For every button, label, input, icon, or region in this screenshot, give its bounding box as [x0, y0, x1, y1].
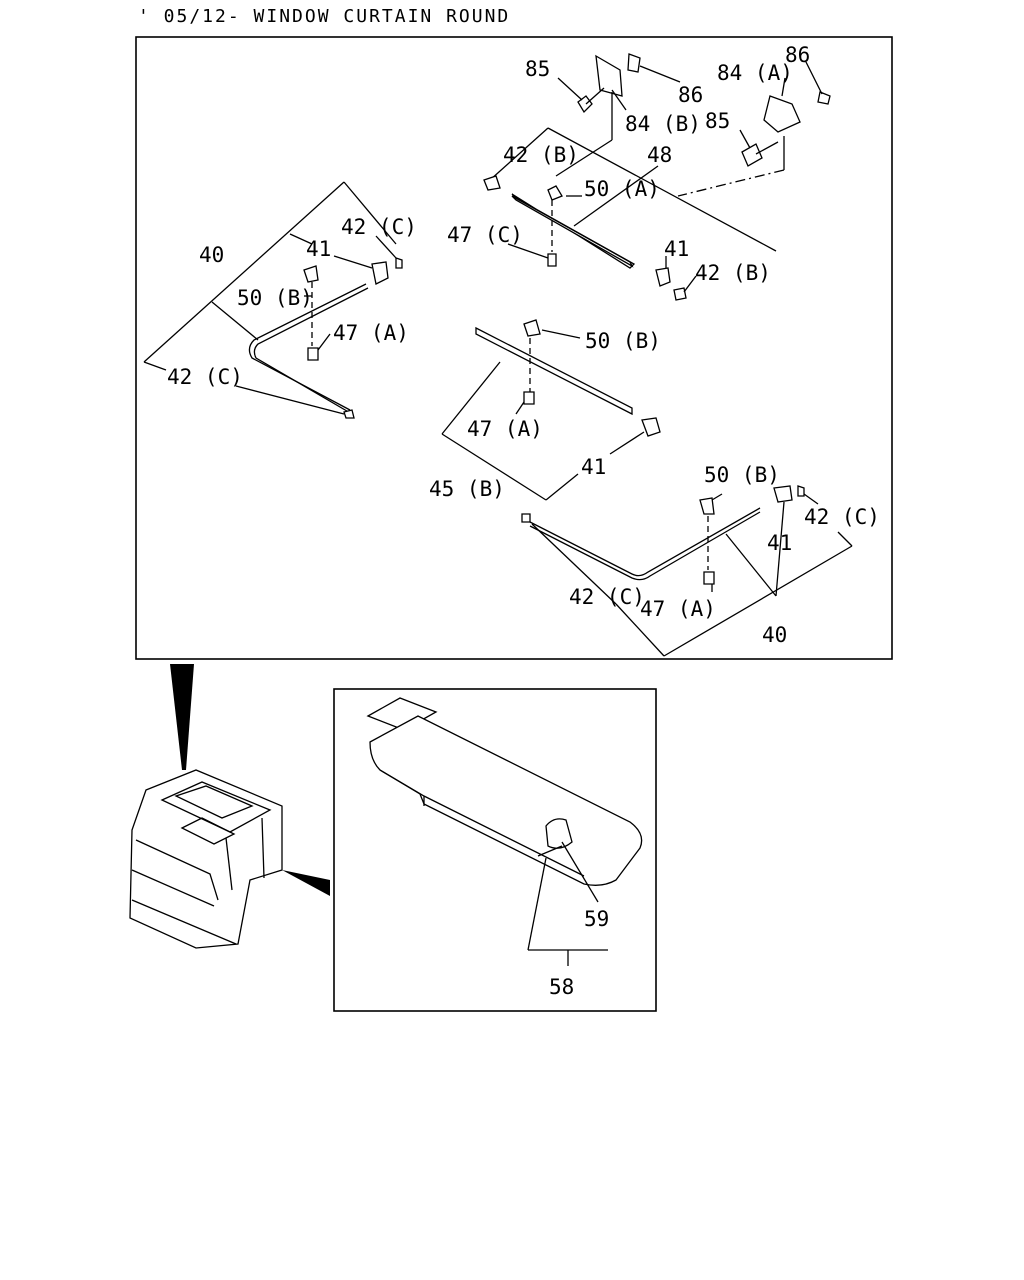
bracket-84a-assembly [741, 91, 831, 170]
sun-visor [366, 697, 643, 966]
bracket-84b-assembly [555, 53, 641, 177]
callout-47a-right: 47 (A) [640, 597, 716, 621]
callout-41-mid: 41 [581, 455, 606, 479]
truck-cab-locator [129, 664, 330, 949]
callout-42c-left-bottom: 42 (C) [167, 365, 243, 389]
callout-42b-top: 42 (B) [503, 143, 579, 167]
callout-47a-left: 47 (A) [333, 321, 409, 345]
callout-58: 58 [549, 975, 574, 999]
callout-41-top: 41 [664, 237, 689, 261]
callout-47c: 47 (C) [447, 223, 523, 247]
callout-47a-mid: 47 (A) [467, 417, 543, 441]
curtain-rail-middle [441, 319, 661, 501]
callout-86b: 86 [785, 43, 810, 67]
callout-50b-left: 50 (B) [237, 286, 313, 310]
callout-41-right: 41 [767, 531, 792, 555]
callout-40-left: 40 [199, 243, 224, 267]
callout-50b-mid: 50 (B) [585, 329, 661, 353]
callout-59: 59 [584, 907, 609, 931]
leader-lines-top [489, 61, 823, 252]
callout-85a: 85 [525, 57, 550, 81]
callout-40-right: 40 [762, 623, 787, 647]
main-diagram-frame [135, 36, 893, 660]
callout-86a: 86 [678, 83, 703, 107]
curtain-rail-right [521, 485, 853, 657]
callout-41-left: 41 [306, 237, 331, 261]
callout-42c-right-bottom: 42 (C) [569, 585, 645, 609]
rail-48 [483, 175, 697, 301]
callout-42c-left-top: 42 (C) [341, 215, 417, 239]
callout-50b-right: 50 (B) [704, 463, 780, 487]
callout-84b: 84 (B) [625, 112, 701, 136]
callout-50a: 50 (A) [584, 177, 660, 201]
diagram-title: ' 05/12- WINDOW CURTAIN ROUND [138, 6, 510, 27]
curtain-rail-left [143, 181, 403, 419]
sun-visor-inset-frame [333, 688, 657, 1012]
callout-84a: 84 (A) [717, 61, 793, 85]
callout-45b: 45 (B) [429, 477, 505, 501]
callout-48: 48 [647, 143, 672, 167]
callout-42b-right: 42 (B) [695, 261, 771, 285]
callout-85b: 85 [705, 109, 730, 133]
callout-42c-right: 42 (C) [804, 505, 880, 529]
